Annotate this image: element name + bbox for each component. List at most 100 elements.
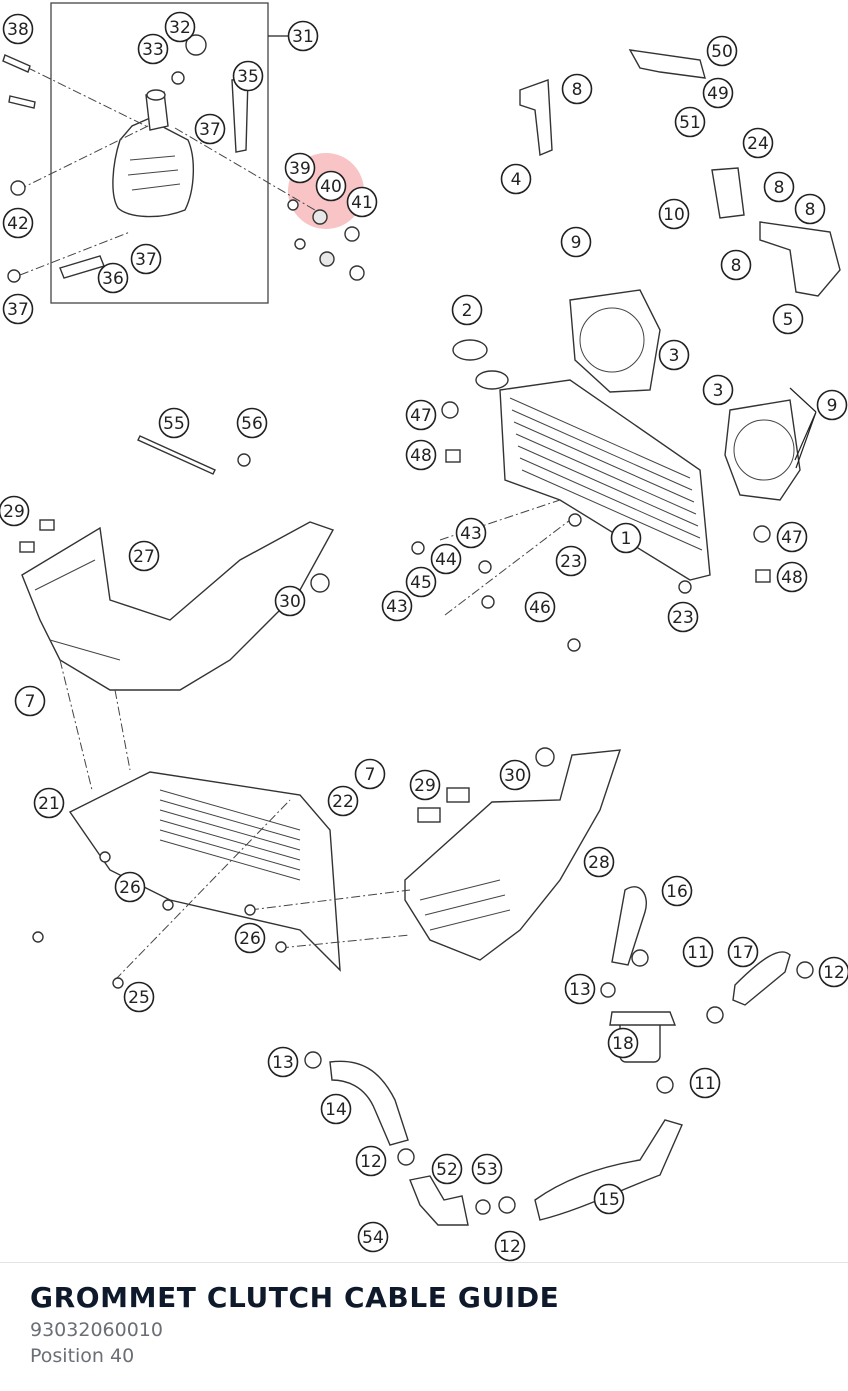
callout-12[interactable]: 12 [820,958,848,987]
callout-37[interactable]: 37 [4,295,33,324]
callout-37[interactable]: 37 [132,245,161,274]
callout-36[interactable]: 36 [99,264,128,293]
callout-4[interactable]: 4 [502,165,531,194]
callout-31[interactable]: 31 [289,22,318,51]
callout-17[interactable]: 17 [729,938,758,967]
callout-2[interactable]: 2 [453,296,482,325]
lower-spoiler-left [70,772,340,970]
callout-52[interactable]: 52 [433,1155,462,1184]
callout-15[interactable]: 15 [595,1185,624,1214]
part-name: GROMMET CLUTCH CABLE GUIDE [30,1281,559,1314]
callout-7[interactable]: 7 [16,687,45,716]
callout-14[interactable]: 14 [322,1095,351,1124]
callout-label: 4 [511,170,522,190]
callout-42[interactable]: 42 [4,209,33,238]
callout-32[interactable]: 32 [166,13,195,42]
callout-label: 45 [410,573,432,593]
callout-25[interactable]: 25 [125,983,154,1012]
callout-30[interactable]: 30 [276,587,305,616]
callout-29[interactable]: 29 [411,771,440,800]
callout-41[interactable]: 41 [348,188,377,217]
callout-23[interactable]: 23 [669,603,698,632]
callout-9[interactable]: 9 [562,228,591,257]
callout-35[interactable]: 35 [234,62,263,91]
callout-3[interactable]: 3 [704,376,733,405]
callout-label: 55 [163,414,185,434]
callout-13[interactable]: 13 [566,975,595,1004]
callout-28[interactable]: 28 [585,848,614,877]
callout-53[interactable]: 53 [473,1155,502,1184]
callout-12[interactable]: 12 [496,1232,525,1261]
callout-47[interactable]: 47 [778,523,807,552]
callout-48[interactable]: 48 [778,563,807,592]
callout-3[interactable]: 3 [660,341,689,370]
callout-47[interactable]: 47 [407,401,436,430]
callout-22[interactable]: 22 [329,787,358,816]
callout-label: 10 [663,205,685,225]
coolant-reservoir [113,90,193,217]
callout-label: 35 [237,67,259,87]
callout-26[interactable]: 26 [236,924,265,953]
callout-label: 56 [241,414,263,434]
callout-44[interactable]: 44 [432,545,461,574]
callout-45[interactable]: 45 [407,568,436,597]
callout-56[interactable]: 56 [238,409,267,438]
callout-26[interactable]: 26 [116,873,145,902]
callout-8[interactable]: 8 [563,75,592,104]
callout-39[interactable]: 39 [286,154,315,183]
callout-51[interactable]: 51 [676,108,705,137]
callout-label: 41 [351,193,373,213]
callout-43[interactable]: 43 [383,592,412,621]
callout-38[interactable]: 38 [4,15,33,44]
part-number: 93032060010 [30,1319,163,1341]
callout-label: 46 [529,598,551,618]
callout-37[interactable]: 37 [196,115,225,144]
callout-12[interactable]: 12 [357,1147,386,1176]
callout-label: 26 [119,878,141,898]
callout-9[interactable]: 9 [818,391,847,420]
callout-5[interactable]: 5 [774,305,803,334]
callout-23[interactable]: 23 [557,547,586,576]
callout-label: 23 [560,552,582,572]
callout-label: 52 [436,1160,458,1180]
callout-label: 11 [694,1074,716,1094]
callout-55[interactable]: 55 [160,409,189,438]
callout-48[interactable]: 48 [407,441,436,470]
callout-8[interactable]: 8 [722,251,751,280]
callout-49[interactable]: 49 [704,79,733,108]
callout-33[interactable]: 33 [139,35,168,64]
callout-label: 48 [410,446,432,466]
callout-label: 37 [135,250,157,270]
callout-11[interactable]: 11 [691,1069,720,1098]
callout-label: 3 [713,381,724,401]
part-detail-panel: GROMMET CLUTCH CABLE GUIDE 93032060010 P… [0,1262,848,1391]
callout-label: 24 [747,134,769,154]
callout-43[interactable]: 43 [457,519,486,548]
callout-50[interactable]: 50 [708,37,737,66]
callout-label: 3 [669,346,680,366]
callout-10[interactable]: 10 [660,200,689,229]
callout-label: 53 [476,1160,498,1180]
callout-16[interactable]: 16 [663,877,692,906]
callout-30[interactable]: 30 [501,761,530,790]
callout-label: 27 [133,547,155,567]
callout-27[interactable]: 27 [130,542,159,571]
callout-21[interactable]: 21 [35,789,64,818]
callout-29[interactable]: 29 [0,497,29,526]
callout-label: 18 [612,1034,634,1054]
callout-40[interactable]: 40 [317,172,346,201]
callout-label: 49 [707,84,729,104]
callout-13[interactable]: 13 [269,1048,298,1077]
callout-7[interactable]: 7 [356,760,385,789]
callout-11[interactable]: 11 [684,938,713,967]
callout-24[interactable]: 24 [744,129,773,158]
callout-label: 5 [783,310,794,330]
callout-8[interactable]: 8 [765,173,794,202]
callout-8[interactable]: 8 [796,195,825,224]
callout-54[interactable]: 54 [359,1223,388,1252]
callout-label: 9 [571,233,582,253]
callout-label: 40 [320,177,342,197]
callout-46[interactable]: 46 [526,593,555,622]
callout-1[interactable]: 1 [612,524,641,553]
callout-18[interactable]: 18 [609,1029,638,1058]
